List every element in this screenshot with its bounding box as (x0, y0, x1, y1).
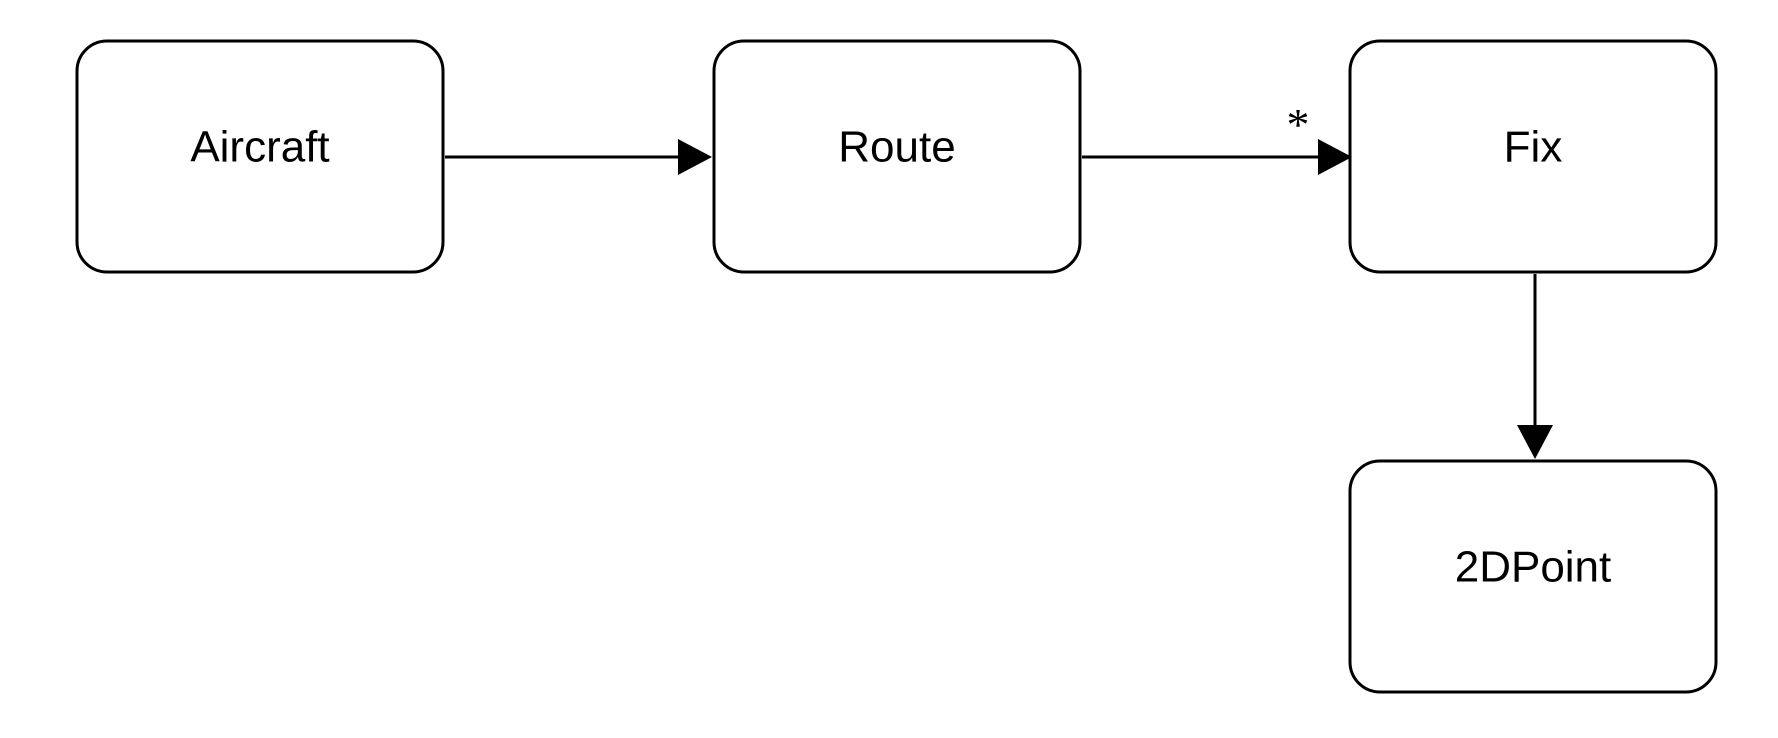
node-aircraft-box (75, 39, 445, 274)
edge-route-fix-arrowhead (1318, 139, 1352, 175)
node-route[interactable]: Route (712, 39, 1082, 274)
node-fix-label: Fix (1504, 123, 1563, 172)
edge-fix-2dpoint (1517, 274, 1553, 459)
edge-aircraft-route-arrowhead (678, 139, 712, 175)
node-2dpoint-label: 2DPoint (1455, 543, 1612, 592)
node-fix[interactable]: Fix (1348, 39, 1718, 274)
edge-route-fix: * (1082, 99, 1352, 175)
node-2dpoint-box (1348, 459, 1718, 694)
node-aircraft[interactable]: Aircraft (75, 39, 445, 274)
node-route-label: Route (838, 123, 955, 172)
node-2dpoint[interactable]: 2DPoint (1348, 459, 1718, 694)
edge-aircraft-route (445, 139, 712, 175)
node-route-box (712, 39, 1082, 274)
edge-route-fix-multiplicity: * (1287, 99, 1310, 150)
node-aircraft-label: Aircraft (190, 123, 329, 172)
edge-fix-2dpoint-arrowhead (1517, 425, 1553, 459)
